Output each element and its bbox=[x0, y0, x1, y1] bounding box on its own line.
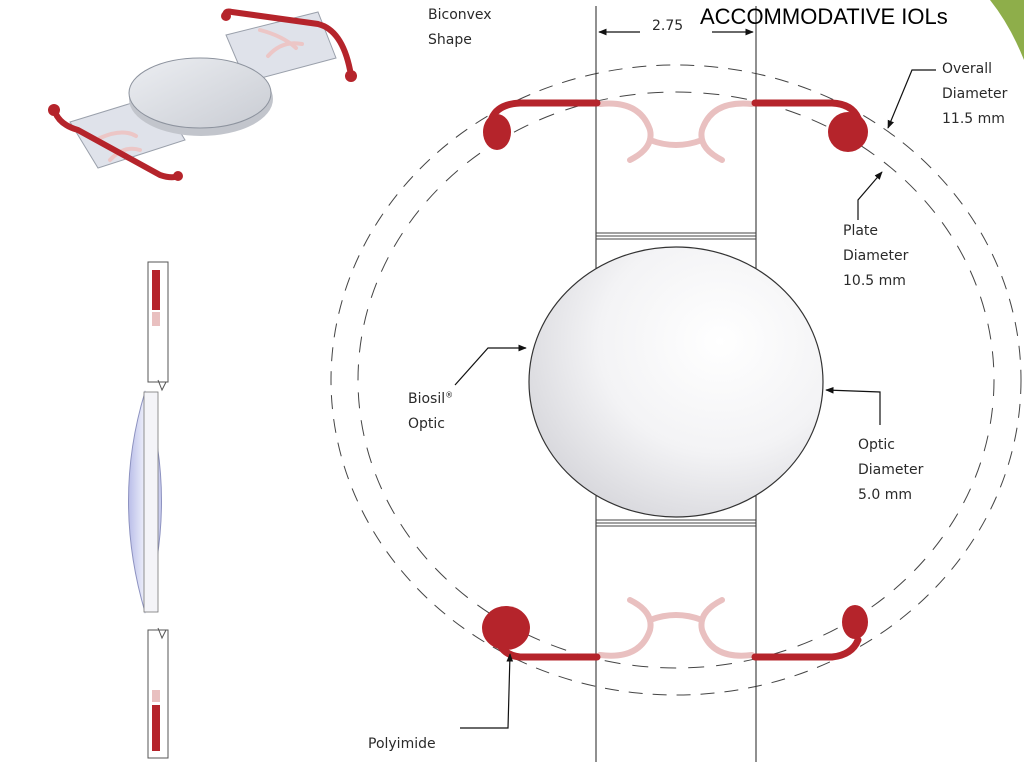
plate-line-2: Diameter bbox=[843, 248, 909, 264]
overall-line-2: Diameter bbox=[942, 86, 1008, 102]
biosil-name: Biosil bbox=[408, 391, 446, 407]
biosil-optic-label: Biosil® Optic bbox=[408, 387, 453, 437]
biosil-line-2: Optic bbox=[408, 416, 445, 432]
biconvex-label: Biconvex Shape bbox=[428, 3, 492, 53]
overall-leader bbox=[887, 69, 936, 129]
polyimide-label: Polyimide bbox=[368, 736, 436, 752]
plate-leader bbox=[857, 171, 883, 220]
plate-haptic-top bbox=[597, 100, 755, 163]
perspective-view bbox=[48, 8, 357, 181]
plate-diameter-label: Plate Diameter 10.5 mm bbox=[843, 219, 908, 294]
overall-diameter-circle bbox=[330, 64, 1022, 696]
optic-line-1: Optic bbox=[858, 437, 895, 453]
optic-line-3: 5.0 mm bbox=[858, 487, 912, 503]
overall-line-1: Overall bbox=[942, 61, 993, 77]
optic-line-2: Diameter bbox=[858, 462, 924, 478]
optic-diameter-label: Optic Diameter 5.0 mm bbox=[858, 433, 923, 508]
optic-leader bbox=[825, 386, 881, 425]
haptic-bottom-right bbox=[751, 636, 862, 661]
plate-diameter-circle bbox=[357, 91, 995, 669]
biconvex-line-2: Shape bbox=[428, 32, 472, 48]
registered-mark: ® bbox=[445, 390, 454, 400]
side-view bbox=[128, 261, 169, 759]
plan-view bbox=[330, 6, 1022, 762]
polyimide-leader bbox=[460, 653, 514, 729]
biosil-leader bbox=[454, 344, 527, 386]
overall-line-3: 11.5 mm bbox=[942, 111, 1005, 127]
biosil-line-1: Biosil® bbox=[408, 387, 453, 412]
optic-circle bbox=[528, 246, 824, 518]
slide-title: ACCOMMODATIVE IOLs bbox=[700, 4, 948, 29]
overall-diameter-label: Overall Diameter 11.5 mm bbox=[942, 57, 1007, 132]
plate-line-1: Plate bbox=[843, 223, 879, 239]
haptic-top-left bbox=[488, 99, 601, 122]
plate-haptic-bottom bbox=[597, 597, 755, 659]
perspective-optic bbox=[128, 57, 272, 129]
plate-line-3: 10.5 mm bbox=[843, 273, 906, 289]
corner-accent bbox=[990, 0, 1024, 60]
biconvex-line-1: Biconvex bbox=[428, 7, 492, 23]
dimension-value: 2.75 bbox=[652, 18, 684, 34]
